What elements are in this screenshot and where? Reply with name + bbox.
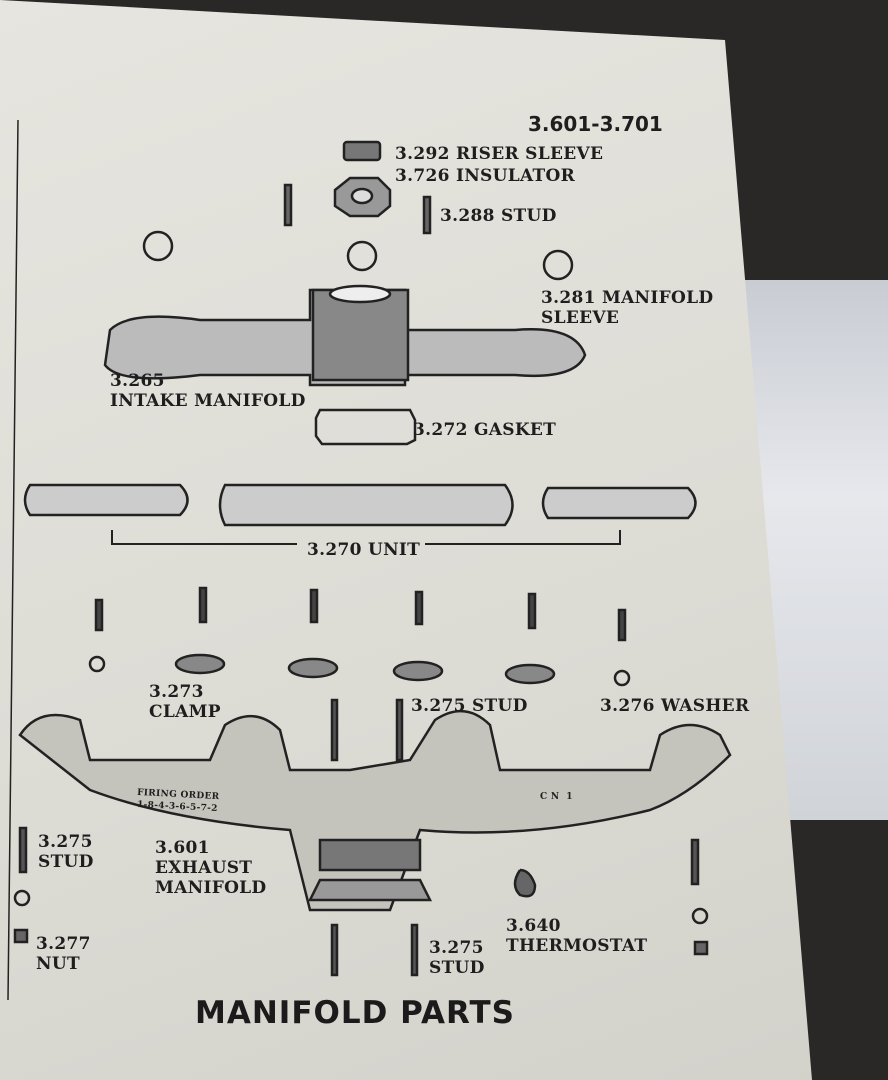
washer-label: 3.276 WASHER (600, 696, 750, 716)
nut-icon (13, 928, 29, 944)
intake-manifold-drawing (103, 284, 587, 387)
unit-bracket (111, 530, 621, 545)
intake-manifold-label: 3.265 INTAKE MANIFOLD (110, 371, 306, 411)
gasket-drawing (314, 408, 417, 446)
clamp-icons (174, 653, 556, 685)
thermostat-label: 3.640 THERMOSTAT (506, 916, 648, 956)
washer-icon (691, 907, 709, 925)
column-rule (7, 119, 19, 1001)
nut-label: 3.277 NUT (36, 934, 91, 974)
unit-label: 3.270 UNIT (307, 540, 421, 560)
sleeve-ring-icon (346, 240, 378, 272)
exhaust-manifold-drawing (18, 709, 732, 912)
sleeve-ring-icon (142, 230, 174, 262)
nut-icon (693, 940, 709, 956)
riser-sleeve-label: 3.292 RISER SLEEVE (395, 144, 604, 164)
washer-icon (13, 889, 31, 907)
stud-275-mid-label: 3.275 STUD (411, 696, 528, 716)
page-number: 3.601-3.701 (528, 112, 663, 136)
stud-icon (283, 183, 432, 235)
gasket-label: 3.272 GASKET (413, 420, 557, 440)
stud-icons (18, 698, 700, 977)
manifold-sleeve-label: 3.281 MANIFOLD SLEEVE (541, 288, 714, 328)
exhaust-gasket-drawing (23, 483, 697, 527)
casting-side-mark: C N 1 (540, 792, 573, 802)
insulator-icon (333, 176, 392, 218)
bolt-icons (94, 586, 627, 642)
washer-icons (88, 655, 631, 687)
riser-sleeve-icon (342, 140, 382, 162)
clamp-label: 3.273 CLAMP (149, 682, 221, 722)
stud-288-label: 3.288 STUD (440, 206, 557, 226)
page-title: MANIFOLD PARTS (195, 995, 515, 1031)
stud-275-left-label: 3.275 STUD (38, 832, 94, 872)
exhaust-manifold-label: 3.601 EXHAUST MANIFOLD (155, 838, 267, 898)
sleeve-ring-icon (542, 249, 574, 281)
insulator-label: 3.726 INSULATOR (395, 166, 576, 186)
thermostat-icon (513, 868, 537, 898)
stud-275-bottom-label: 3.275 STUD (429, 938, 485, 978)
